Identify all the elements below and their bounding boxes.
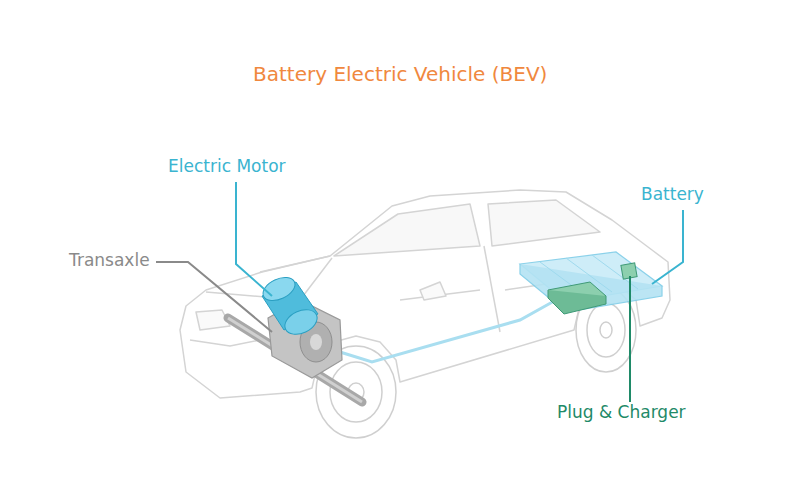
- part-label: Electric Motor: [168, 156, 286, 176]
- part-label: Battery: [641, 184, 704, 204]
- leader-line: [156, 262, 272, 332]
- diagram-title: Battery Electric Vehicle (BEV): [253, 62, 547, 86]
- leader-line: [629, 276, 631, 402]
- part-label: Transaxle: [69, 250, 150, 270]
- part-label: Plug & Charger: [557, 402, 686, 422]
- leader-line: [236, 182, 272, 296]
- leader-line: [652, 210, 683, 284]
- charger-part: [548, 263, 637, 314]
